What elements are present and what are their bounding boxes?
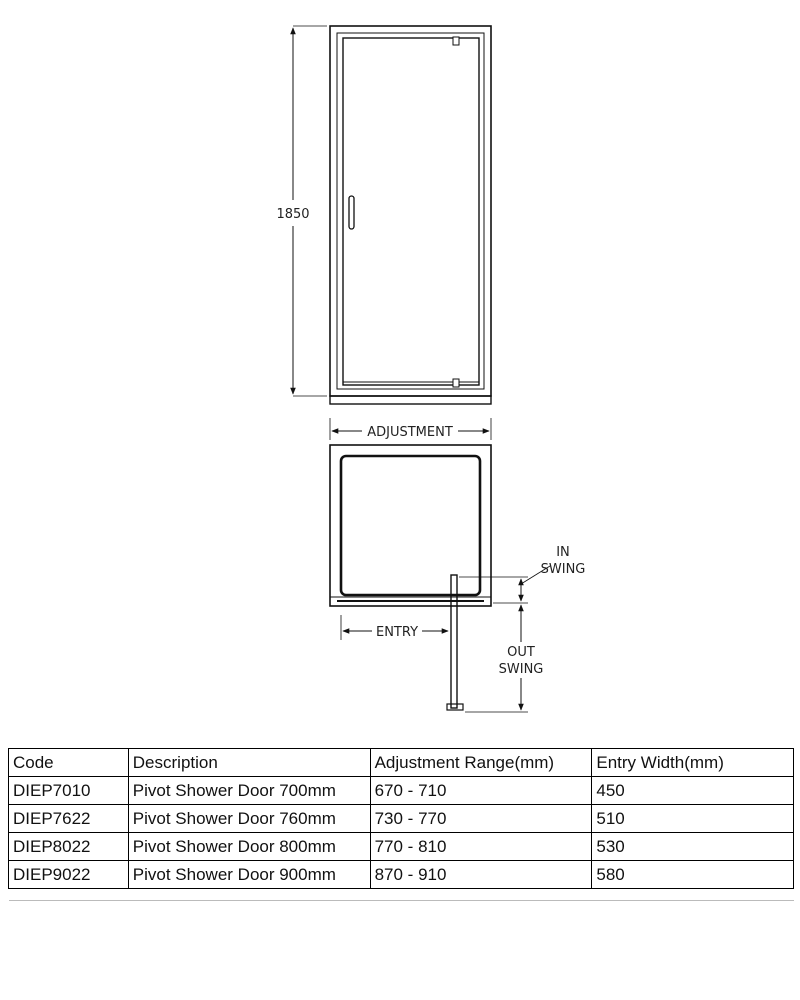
- header-adjustment-range: Adjustment Range(mm): [369, 748, 593, 777]
- cell-adjustment-range: 770 - 810: [369, 832, 593, 861]
- door-swing-leaf: [450, 574, 458, 709]
- bottom-pivot-hinge: [452, 378, 460, 388]
- swing-dimensions: [459, 565, 551, 713]
- door-glass-panel: [342, 37, 480, 386]
- table-bottom-rule: [8, 888, 794, 901]
- adjustment-label: ADJUSTMENT: [367, 425, 453, 440]
- enclosure-outer: [329, 444, 492, 607]
- table-row: DIEP8022 Pivot Shower Door 800mm 770 - 8…: [8, 832, 794, 861]
- cell-code: DIEP8022: [8, 832, 129, 861]
- base-track: [329, 395, 492, 405]
- plan-view: [329, 444, 492, 711]
- adjustment-dimension: [329, 418, 492, 440]
- header-entry-width: Entry Width(mm): [591, 748, 794, 777]
- in-swing-leader: [520, 565, 551, 585]
- out-swing-label-line1: OUT: [507, 645, 535, 660]
- in-swing-label-line2: SWING: [541, 562, 586, 577]
- cell-description: Pivot Shower Door 760mm: [127, 804, 371, 833]
- cell-code: DIEP7010: [8, 776, 129, 805]
- height-label: 1850: [276, 207, 309, 222]
- cell-entry-width: 580: [591, 860, 794, 889]
- header-description: Description: [127, 748, 371, 777]
- pivot-point: [446, 703, 464, 711]
- front-elevation: [329, 25, 492, 405]
- table-row: DIEP9022 Pivot Shower Door 900mm 870 - 9…: [8, 860, 794, 889]
- cell-adjustment-range: 730 - 770: [369, 804, 593, 833]
- shower-door-technical-drawing: 1850 ADJUSTMENT ENTRY IN SWING OUT SWING: [276, 25, 586, 713]
- cell-code: DIEP9022: [8, 860, 129, 889]
- entry-dimension: [340, 615, 449, 640]
- door-frame-plan: [329, 596, 492, 607]
- cell-entry-width: 530: [591, 832, 794, 861]
- table-row: DIEP7010 Pivot Shower Door 700mm 670 - 7…: [8, 776, 794, 805]
- cell-adjustment-range: 870 - 910: [369, 860, 593, 889]
- in-swing-label-line1: IN: [556, 545, 570, 560]
- door-handle: [348, 195, 355, 230]
- cell-entry-width: 510: [591, 804, 794, 833]
- door-inner-frame: [336, 32, 485, 390]
- tray-outline: [339, 454, 482, 597]
- cell-description: Pivot Shower Door 800mm: [127, 832, 371, 861]
- height-dimension: [290, 25, 327, 397]
- table-row: DIEP7622 Pivot Shower Door 760mm 730 - 7…: [8, 804, 794, 833]
- cell-entry-width: 450: [591, 776, 794, 805]
- product-spec-table: Code Description Adjustment Range(mm) En…: [8, 748, 794, 901]
- cell-description: Pivot Shower Door 700mm: [127, 776, 371, 805]
- table-header-row: Code Description Adjustment Range(mm) En…: [8, 748, 794, 777]
- top-pivot-hinge: [452, 36, 460, 46]
- entry-label: ENTRY: [376, 625, 418, 640]
- cell-description: Pivot Shower Door 900mm: [127, 860, 371, 889]
- out-swing-label-line2: SWING: [499, 662, 544, 677]
- header-code: Code: [8, 748, 129, 777]
- cell-adjustment-range: 670 - 710: [369, 776, 593, 805]
- cell-code: DIEP7622: [8, 804, 129, 833]
